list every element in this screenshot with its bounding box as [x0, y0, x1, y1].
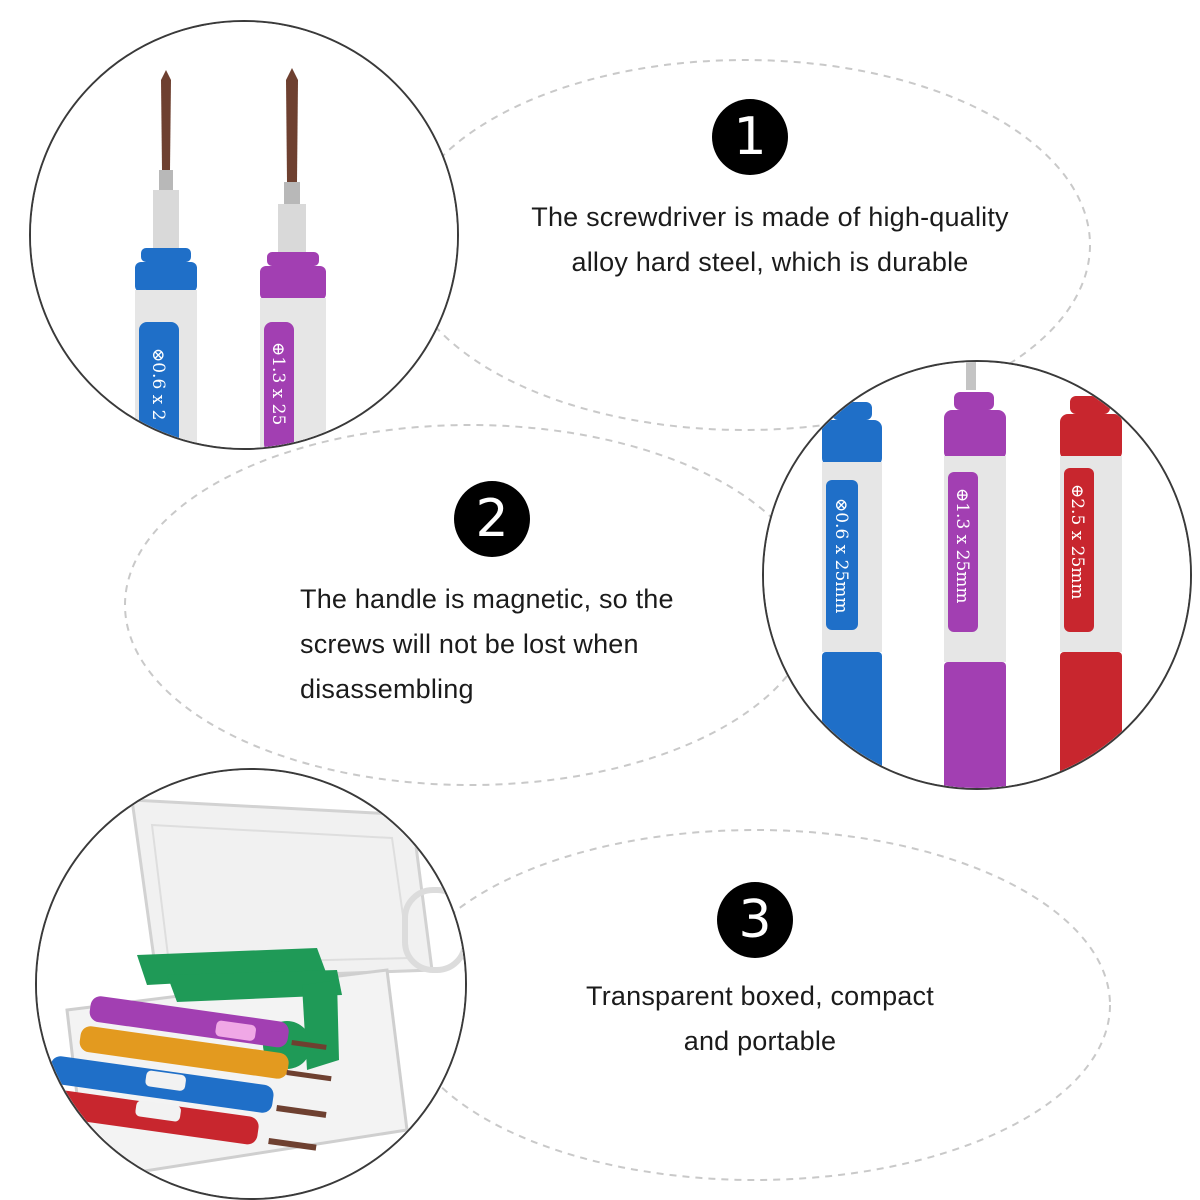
- blue-screwdriver: ⊗0.6 x 2: [135, 70, 197, 448]
- feature-1-line-2: alloy hard steel, which is durable: [571, 247, 969, 277]
- screwdriver-set: [44, 996, 332, 1151]
- transparent-case-illustration: [37, 770, 465, 1198]
- engraving-purple-tip: ⊕1.3 x 25: [268, 342, 288, 425]
- feature-1-caption: The screwdriver is made of high-quality …: [470, 195, 1070, 285]
- transparent-case-photo: [35, 768, 467, 1200]
- engraving-purple-handle: ⊕1.3 x 25mm: [952, 488, 972, 604]
- step-number-2: 2: [454, 481, 530, 557]
- screwdriver-tips-photo: ⊗0.6 x 2 ⊕1.3 x 25: [29, 20, 459, 450]
- feature-2-line-3: disassembling: [300, 674, 474, 704]
- purple-screwdriver: ⊕1.3 x 25: [260, 68, 326, 448]
- step-number-3: 3: [717, 882, 793, 958]
- case-lid: [130, 798, 465, 982]
- red-handle: ⊕2.5 x 25mm: [1060, 396, 1122, 788]
- blue-handle: ⊗0.6 x 25mm: [822, 402, 882, 788]
- feature-3-line-1: Transparent boxed, compact: [586, 981, 934, 1011]
- screwdriver-tips-illustration: ⊗0.6 x 2 ⊕1.3 x 25: [31, 22, 457, 448]
- step-number-1: 1: [712, 99, 788, 175]
- feature-2-caption: The handle is magnetic, so the screws wi…: [300, 577, 760, 712]
- feature-3-caption: Transparent boxed, compact and portable: [500, 974, 1020, 1064]
- engraving-blue-tip: ⊗0.6 x 2: [148, 348, 168, 421]
- feature-3-line-2: and portable: [683, 1026, 837, 1056]
- purple-handle: ⊕1.3 x 25mm: [944, 392, 1006, 788]
- dashed-oval-3: [399, 829, 1111, 1181]
- feature-2-line-2: screws will not be lost when: [300, 629, 639, 659]
- magnetic-handles-illustration: ⊗0.6 x 25mm ⊕1.3 x 25mm ⊕2.5 x 25mm: [764, 362, 1190, 788]
- magnetic-handles-photo: ⊗0.6 x 25mm ⊕1.3 x 25mm ⊕2.5 x 25mm: [762, 360, 1192, 790]
- feature-2-line-1: The handle is magnetic, so the: [300, 584, 674, 614]
- engraving-red-handle: ⊕2.5 x 25mm: [1067, 484, 1087, 600]
- engraving-blue-handle: ⊗0.6 x 25mm: [831, 498, 851, 614]
- feature-1-line-1: The screwdriver is made of high-quality: [531, 202, 1009, 232]
